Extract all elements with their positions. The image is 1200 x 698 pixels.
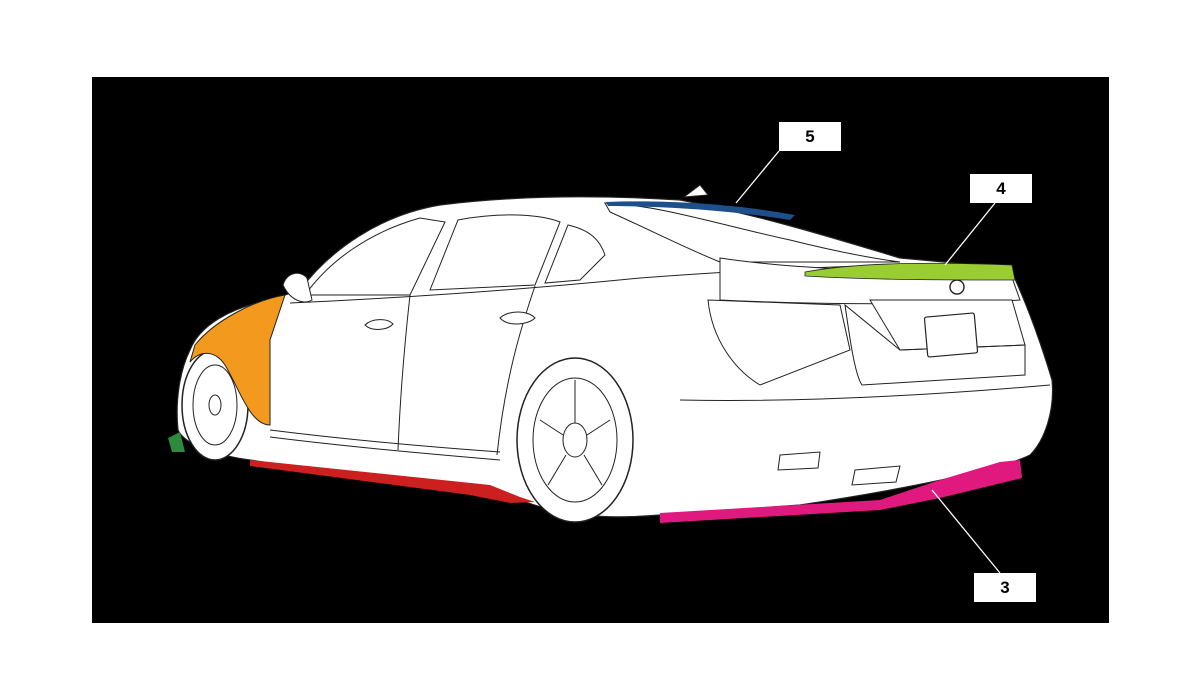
antenna — [682, 184, 709, 198]
rocker-line-2 — [269, 436, 501, 461]
front-canard-part — [168, 432, 185, 452]
side-mirror — [282, 272, 313, 303]
roof-spoiler-part-5 — [606, 201, 795, 220]
door-handle-rear — [499, 311, 536, 325]
emblem — [949, 279, 965, 295]
trunk-lid — [719, 257, 1021, 305]
rear-wheel — [516, 357, 634, 523]
window-rear — [429, 214, 561, 291]
door-line-1 — [397, 294, 411, 451]
leader-line-4 — [944, 202, 996, 266]
window-front — [304, 217, 446, 296]
door-handle-front — [364, 319, 394, 330]
callout-label-3: 3 — [974, 573, 1036, 602]
tail-light-left — [707, 299, 851, 386]
trunk-spoiler-part-4 — [804, 262, 1016, 281]
front-fender-part — [189, 294, 286, 426]
rear-diffuser-part-3 — [660, 460, 1022, 523]
c-pillar — [544, 224, 606, 284]
callout-label-5: 5 — [779, 122, 841, 151]
exhaust-left — [777, 451, 821, 471]
door-line-2 — [496, 285, 536, 456]
trunk-panel — [844, 303, 1026, 386]
exhaust-right — [851, 465, 901, 486]
rear-window — [604, 202, 901, 263]
callout-label-4: 4 — [970, 174, 1032, 203]
license-plate — [923, 312, 979, 358]
leader-line-5 — [735, 150, 780, 204]
bumper-line — [679, 384, 1051, 401]
rocker-line — [269, 429, 501, 453]
leader-line-3 — [931, 489, 1001, 574]
side-skirt-part — [250, 460, 535, 503]
